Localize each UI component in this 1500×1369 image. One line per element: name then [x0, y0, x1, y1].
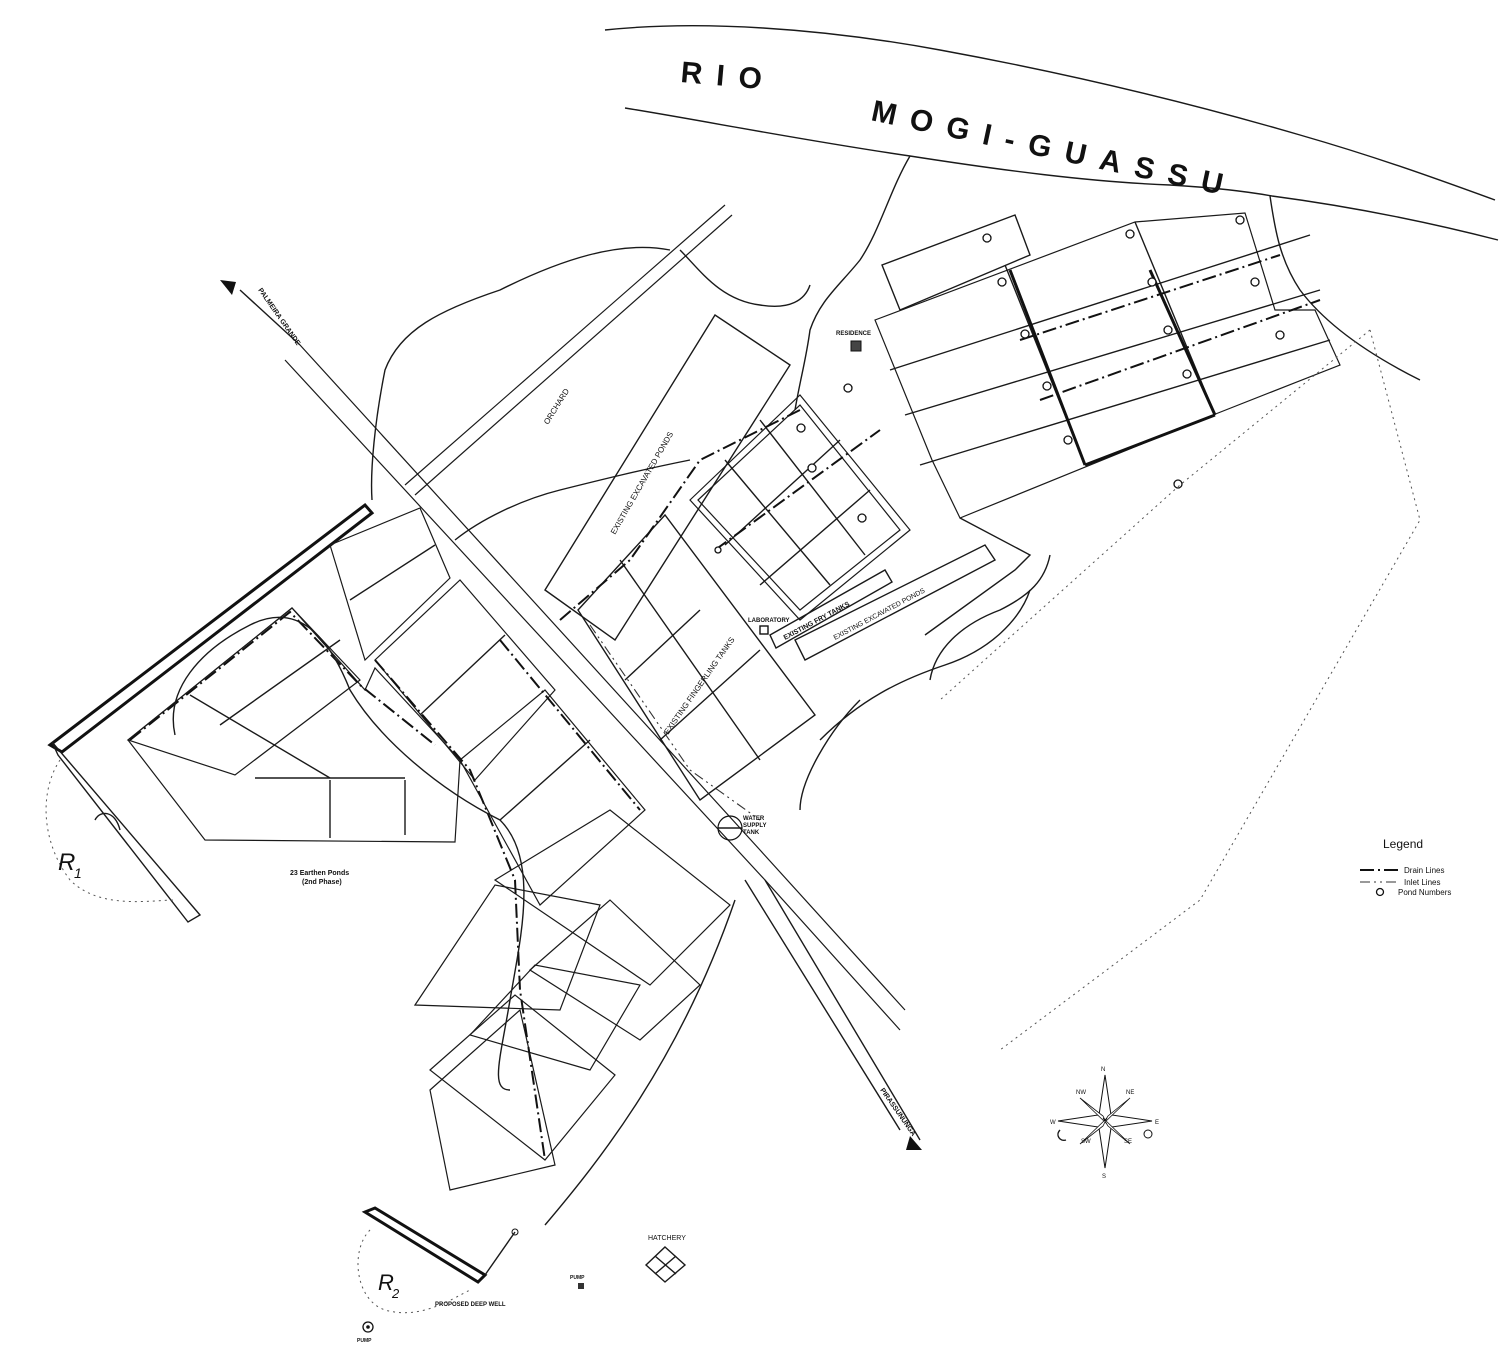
hatchery-label: HATCHERY: [648, 1235, 686, 1242]
compass-e: E: [1155, 1120, 1159, 1126]
existing-excavated-ponds-east: [794, 517, 1032, 661]
road-se-label: PIRASSUNUNGA: [878, 1087, 916, 1138]
legend-pond-number-icon: [1375, 887, 1385, 897]
pump-icon: [362, 1321, 374, 1333]
earthen-ponds-label-line2: (2nd Phase): [302, 879, 342, 886]
r2-subscript: 2: [391, 1286, 400, 1301]
legend: Legend Drain Lines Inlet Lines Pond Numb…: [1360, 837, 1451, 897]
pump-label-station: PUMP: [570, 1275, 585, 1281]
reservoir-r1: [45, 759, 176, 903]
west-earthen-ponds: [47, 409, 801, 1226]
earthen-ponds-label-line1: 23 Earthen Ponds: [290, 870, 349, 877]
compass-nw: NW: [1076, 1090, 1086, 1096]
main-road: [239, 289, 921, 1141]
river-label-mogi-guassu: MOGI-GUASSU: [869, 95, 1240, 205]
deep-well-label: PROPOSED DEEP WELL: [435, 1302, 506, 1308]
fry-tanks: [769, 569, 893, 649]
legend-drain-label: Drain Lines: [1404, 866, 1444, 875]
access-road-curves: [799, 554, 1051, 811]
compass-w: W: [1050, 1120, 1056, 1126]
creek: [370, 155, 911, 541]
river-label-rio: RIO: [679, 56, 777, 97]
pump-label-well: PUMP: [357, 1338, 372, 1344]
laboratory-label: LABORATORY: [748, 618, 790, 624]
water-supply-tank: [717, 815, 743, 841]
existing-excavated-ponds-west: [544, 314, 791, 641]
r1-label: R: [58, 849, 75, 876]
water-supply-label-3: TANK: [743, 830, 760, 836]
road-nw-arrow-icon: [220, 280, 236, 295]
pump-station-icon: [578, 1283, 584, 1289]
reservoir-r2: [357, 1206, 519, 1314]
compass-n: N: [1101, 1067, 1105, 1073]
legend-inlet-label: Inlet Lines: [1404, 878, 1440, 887]
hatchery-building: [644, 1246, 687, 1283]
survey-lines: [939, 329, 1421, 1051]
residence-label: RESIDENCE: [836, 331, 871, 337]
compass-ne: NE: [1126, 1090, 1134, 1096]
legend-pond-label: Pond Numbers: [1398, 888, 1451, 897]
water-supply-label-1: WATER: [743, 816, 765, 822]
legend-title: Legend: [1383, 837, 1423, 851]
compass-sw: SW: [1081, 1139, 1091, 1145]
road-se-arrow-icon: [906, 1136, 922, 1150]
residence-building: [850, 340, 862, 352]
pond-grid-northeast: [874, 212, 1341, 519]
existing-ponds-west-label: EXISTING EXCAVATED PONDS: [609, 430, 675, 536]
compass-rose-icon: N NW NE W E SW SE S: [1050, 1067, 1159, 1180]
road-nw-label: PALMEIRA GRANDE: [256, 287, 301, 347]
compass-s: S: [1102, 1174, 1106, 1180]
existing-fingerling-tanks: [577, 513, 816, 821]
orchard-label: ORCHARD: [542, 387, 571, 426]
ne-road: [404, 204, 733, 496]
compass-se: SE: [1124, 1139, 1132, 1145]
fingerling-tanks-label: EXISTING FINGERLING TANKS: [662, 635, 736, 736]
pond-number-markers: [714, 215, 1285, 554]
river-mogi-guassu: [604, 25, 1499, 381]
pond-grid-center: [689, 394, 911, 621]
water-supply-label-2: SUPPLY: [743, 823, 766, 829]
r1-subscript: 1: [74, 865, 82, 881]
r2-label: R: [378, 1270, 394, 1295]
laboratory-building: [759, 625, 769, 635]
